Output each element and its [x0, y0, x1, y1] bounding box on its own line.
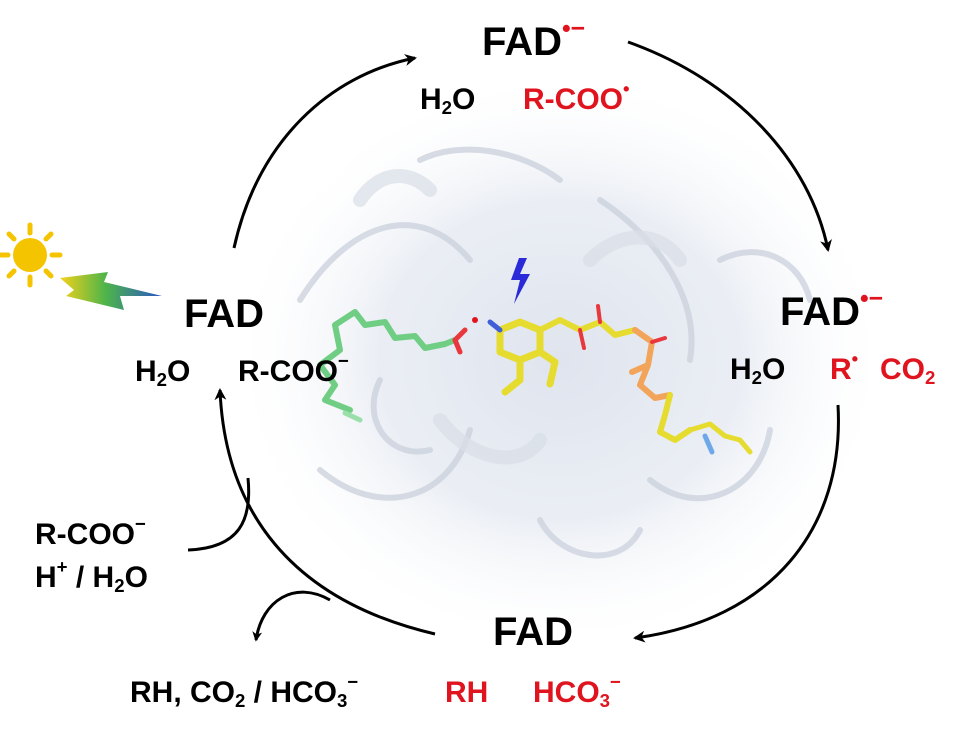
- water-molecule-dot: [472, 317, 478, 323]
- arrow-bottom-to-left: [214, 388, 436, 636]
- arrow-right-to-bottom: [633, 404, 840, 643]
- sun-icon: [0, 222, 63, 288]
- bottom-fad-label: FAD: [493, 610, 573, 654]
- right-fad-radical-anion: •−: [860, 285, 884, 313]
- arrow-input-branch: [187, 477, 251, 552]
- right-co2-label: CO2: [880, 353, 936, 389]
- left-water-label: H2O: [135, 355, 191, 391]
- cycle-arrows: [187, 40, 840, 643]
- left-fad-label: FAD: [184, 292, 264, 336]
- input-substrate-label: R-COO−: [35, 513, 146, 551]
- flash-icon: [511, 258, 530, 304]
- top-water-label: H2O: [420, 83, 476, 119]
- output-products-label: RH, CO2 / HCO3−: [130, 671, 359, 712]
- bottom-bicarbonate-label: HCO3−: [533, 671, 621, 712]
- light-bolt-icon: [60, 272, 162, 310]
- right-fad-species: FAD: [780, 290, 860, 334]
- arrow-top-to-right: [627, 40, 832, 252]
- right-alkyl-radical-label: R•: [830, 348, 859, 386]
- left-carboxylate-label: R-COO−: [238, 350, 349, 388]
- arrow-output-branch: [252, 590, 331, 642]
- fad-cofactor-structure: [487, 304, 753, 455]
- top-fad-radical-anion: •−: [562, 15, 586, 43]
- arrow-left-to-top: [232, 54, 417, 249]
- protein-structure-background: [230, 70, 890, 650]
- right-water-label: H2O: [730, 353, 786, 389]
- input-proton-water-label: H+ / H2O: [35, 556, 148, 597]
- top-fad-species: FAD: [482, 20, 562, 64]
- top-carboxyl-radical-label: R-COO•: [523, 78, 630, 116]
- bottom-alkane-label: RH: [445, 676, 489, 709]
- right-fad-label: FAD•−: [780, 287, 883, 334]
- fatty-acid-ligand: [317, 309, 468, 423]
- top-fad-label: FAD•−: [482, 17, 585, 64]
